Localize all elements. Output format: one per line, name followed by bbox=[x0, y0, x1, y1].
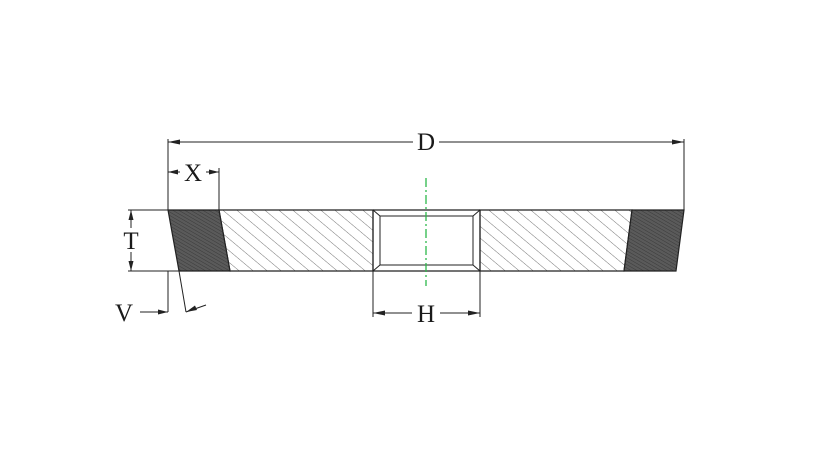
wheel-body-left bbox=[218, 209, 374, 272]
dimension-x: X bbox=[168, 160, 220, 210]
label-h: H bbox=[417, 301, 435, 328]
label-x: X bbox=[184, 160, 202, 187]
label-t: T bbox=[123, 228, 138, 255]
dimension-d: D bbox=[167, 129, 685, 210]
dimension-v: V bbox=[115, 270, 207, 327]
abrasive-rim-left bbox=[167, 209, 231, 272]
dimension-t: T bbox=[123, 209, 179, 272]
label-d: D bbox=[417, 129, 435, 156]
bore bbox=[372, 209, 481, 272]
wheel-body-right bbox=[479, 209, 633, 272]
dimension-h: H bbox=[372, 271, 481, 328]
label-v: V bbox=[115, 300, 133, 327]
abrasive-rim-right bbox=[623, 209, 685, 272]
